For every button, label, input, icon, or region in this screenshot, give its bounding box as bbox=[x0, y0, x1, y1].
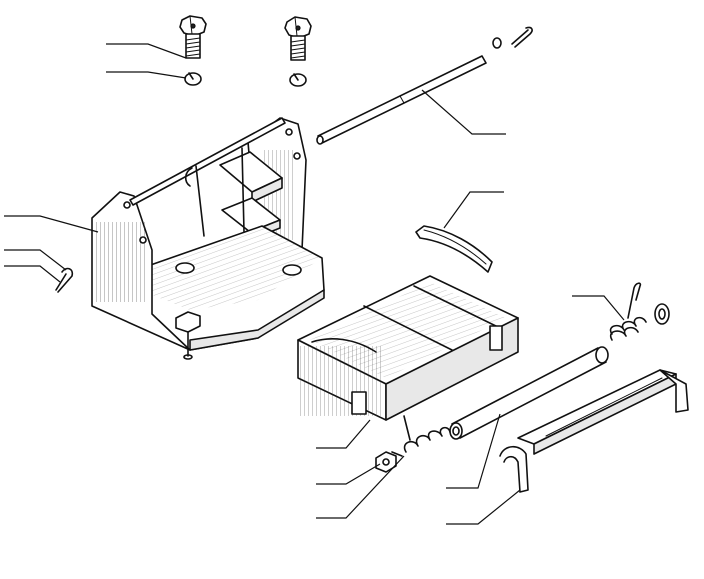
callout-2 bbox=[106, 71, 187, 79]
long-pin bbox=[316, 55, 487, 145]
coil-spring-right bbox=[609, 282, 647, 341]
callout-5 bbox=[4, 215, 99, 233]
washer-right bbox=[654, 303, 670, 325]
callout-4 bbox=[443, 191, 504, 229]
washer-small-top bbox=[492, 37, 502, 49]
callout-10 bbox=[316, 463, 381, 485]
bolt-right bbox=[284, 16, 312, 61]
latch-lever bbox=[499, 369, 689, 493]
cotter-pin-left bbox=[55, 267, 74, 293]
callout-11 bbox=[316, 455, 405, 519]
coil-spring-left bbox=[391, 415, 451, 457]
nut-left bbox=[375, 451, 397, 473]
callout-6 bbox=[4, 249, 67, 271]
callout-8 bbox=[572, 295, 625, 321]
callout-13 bbox=[446, 489, 521, 525]
main-bracket bbox=[91, 117, 325, 360]
callout-9 bbox=[316, 419, 371, 449]
callout-1 bbox=[106, 43, 187, 59]
tray-box bbox=[297, 275, 519, 421]
cotter-pin-top bbox=[511, 26, 533, 48]
callout-12 bbox=[446, 413, 501, 489]
lock-washer-left bbox=[184, 72, 202, 86]
flat-spring bbox=[415, 225, 493, 273]
round-shaft bbox=[449, 346, 609, 440]
callout-7 bbox=[4, 265, 61, 283]
callout-3 bbox=[421, 89, 506, 135]
lock-washer-right bbox=[289, 73, 307, 87]
callout-leaders bbox=[4, 43, 625, 525]
bolt-left bbox=[179, 15, 207, 59]
